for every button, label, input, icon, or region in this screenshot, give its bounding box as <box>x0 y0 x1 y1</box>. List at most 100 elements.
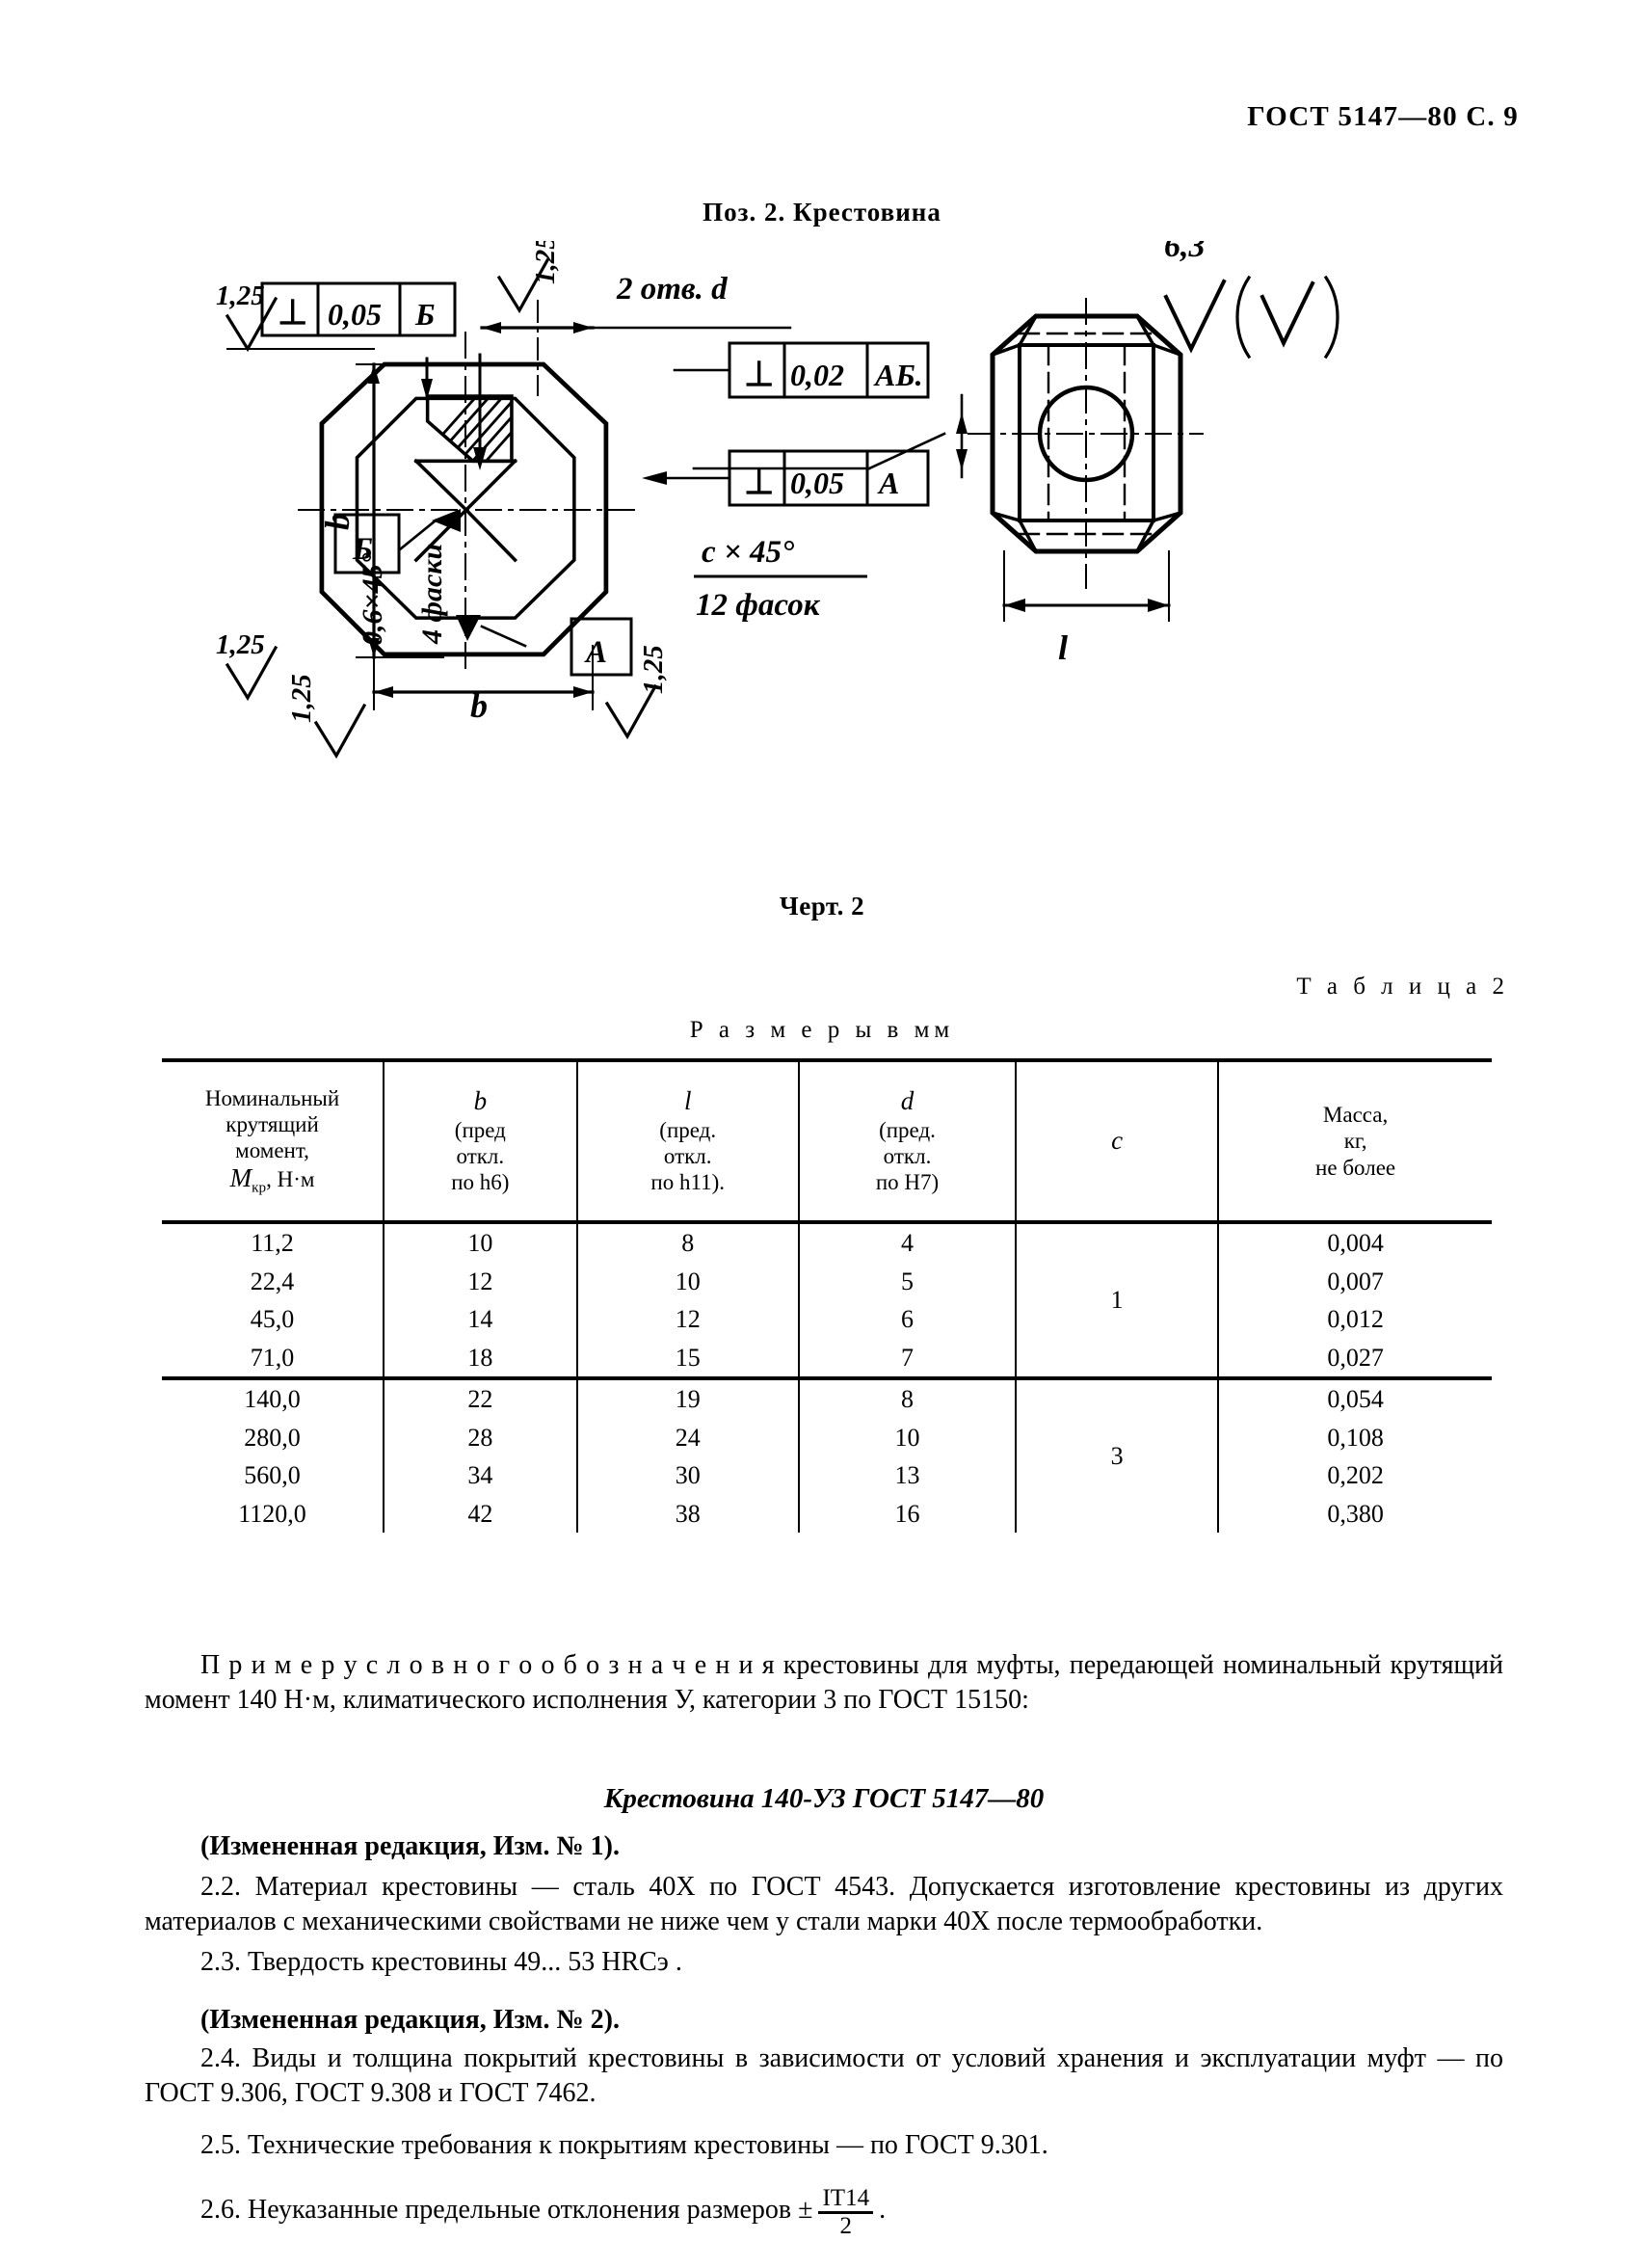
cell-l-group-1: 8 10 12 15 <box>575 1222 799 1379</box>
col-header-mass-l1: Масса, <box>1322 1103 1389 1128</box>
paragraph-clause-2-4: 2.4. Виды и толщина покрытий крестовины … <box>145 2041 1503 2112</box>
chamfer-small-label: 0,6×45° <box>357 552 388 646</box>
col-header-b-symbol: b <box>473 1086 488 1116</box>
gdt-symbol-3: ⊥ <box>744 463 774 501</box>
table-cell: 14 <box>467 1305 493 1334</box>
chamfer-big-count-label: 12 фасок <box>696 588 821 623</box>
gdt-tol-1: 0,05 <box>328 297 382 332</box>
cell-b-group-1: 10 12 14 18 <box>383 1222 577 1379</box>
table-cell: 19 <box>675 1385 701 1414</box>
table-cell: 0,027 <box>1327 1343 1384 1372</box>
col-header-c-symbol: c <box>1111 1126 1124 1156</box>
table-row-group-2: 140,0 280,0 560,0 1120,0 22 28 34 42 19 … <box>162 1378 1492 1534</box>
table-cell: 10 <box>467 1229 493 1257</box>
table-cell: 11,2 <box>251 1229 294 1257</box>
table-cell: 0,380 <box>1327 1499 1384 1528</box>
dim-l-label: l <box>1058 628 1068 667</box>
col-header-mass-l3: не более <box>1315 1155 1396 1180</box>
table-cell: 22 <box>467 1385 493 1414</box>
table-cell: 12 <box>467 1267 493 1295</box>
table-cell: 10 <box>894 1423 920 1452</box>
table-cell: 28 <box>467 1423 493 1452</box>
table-cell: 0,202 <box>1327 1461 1384 1490</box>
col-header-b-l2: откл. <box>456 1144 505 1169</box>
table-cell: 5 <box>901 1267 914 1295</box>
cell-mass-group-1: 0,004 0,007 0,012 0,027 <box>1217 1222 1492 1379</box>
gdt-tol-2: 0,02 <box>790 358 844 392</box>
table-cell: 22,4 <box>250 1267 295 1295</box>
fraction-denominator: 2 <box>818 2210 874 2239</box>
col-header-b-l1: (пред <box>454 1118 506 1143</box>
table-cell: 0,007 <box>1327 1267 1384 1295</box>
table-cell: 8 <box>681 1229 695 1257</box>
chamfer-small-count-label: 4 фаски <box>416 544 448 645</box>
paragraph-revision-1: (Измененная редакция, Изм. № 1). <box>145 1829 1503 1864</box>
col-header-b: b (пред откл. по h6) <box>383 1060 577 1222</box>
figure-number: Черт. 2 <box>779 892 865 921</box>
col-header-l-l3: по h11). <box>650 1170 726 1195</box>
table-cell: 0,004 <box>1327 1229 1384 1257</box>
table-cell: 560,0 <box>244 1461 301 1490</box>
table-cell: 0,012 <box>1327 1305 1384 1334</box>
dim-b-vertical: b <box>318 513 357 530</box>
roughness-label-3: 1,25 <box>530 241 561 284</box>
figure-title: Поз. 2. Крестовина <box>703 198 941 227</box>
table-cell: 1120,0 <box>238 1499 306 1528</box>
col-header-c: c <box>1015 1060 1219 1222</box>
col-header-d-l3: по H7) <box>875 1170 940 1195</box>
table-cell: 24 <box>675 1423 701 1452</box>
table-cell: 45,0 <box>250 1305 295 1334</box>
paragraph-clause-2-4-text: 2.4. Виды и толщина покрытий крестовины … <box>145 2043 1503 2109</box>
paragraph-revision-2-text: (Измененная редакция, Изм. № 2). <box>200 2005 620 2035</box>
cell-mass-group-2: 0,054 0,108 0,202 0,380 <box>1217 1378 1492 1534</box>
holes-label: 2 отв. d <box>616 272 728 307</box>
fraction-numerator: IT14 <box>822 2185 870 2211</box>
table-row-group-1: 11,2 22,4 45,0 71,0 10 12 14 18 8 10 12 … <box>162 1222 1492 1379</box>
table-cell: 18 <box>467 1343 493 1372</box>
table-header-row: Номинальный крутящий момент, Mкр, Н·м b … <box>162 1060 1492 1222</box>
table-cell: 4 <box>901 1229 914 1257</box>
roughness-label-2: 1,25 <box>216 629 265 660</box>
chamfer-big-label: с × 45° <box>702 535 794 570</box>
table-cell: 34 <box>467 1461 493 1490</box>
paragraph-example-text: П р и м е р у с л о в н о г о о б о з н … <box>145 1650 1503 1716</box>
roughness-label-1: 1,25 <box>216 280 265 311</box>
roughness-label-4: 1,25 <box>286 674 317 723</box>
gdt-tol-3: 0,05 <box>790 466 844 500</box>
table-cell: 7 <box>901 1343 914 1372</box>
gdt-datum-3: А <box>877 466 899 500</box>
gdt-datum-2: АБ. <box>873 358 923 392</box>
table-cell: 6 <box>901 1305 914 1334</box>
col-header-b-l3: по h6) <box>451 1170 510 1195</box>
paragraph-clause-2-3-text: 2.3. Твердость крестовины 49... 53 HRCэ … <box>200 1947 682 1977</box>
paragraph-clause-2-6: 2.6. Неуказанные предельные отклонения р… <box>145 2186 1503 2238</box>
table-units-note: Р а з м е р ы в мм <box>689 1017 955 1043</box>
cell-c-group-1: 1 <box>1015 1222 1219 1379</box>
col-header-moment-symbol: Mкр, Н·м <box>229 1163 315 1197</box>
table-cell: 71,0 <box>250 1343 295 1372</box>
cell-b-group-2: 22 28 34 42 <box>383 1378 577 1534</box>
col-header-l-l2: откл. <box>663 1144 712 1169</box>
paragraph-clause-2-3: 2.3. Твердость крестовины 49... 53 HRCэ … <box>145 1945 1503 1980</box>
roughness-label-5: 1,25 <box>638 645 669 694</box>
col-header-moment-l1: Номинальный <box>204 1086 340 1111</box>
col-header-mass-l2: кг, <box>1343 1129 1367 1154</box>
designation-example: Крестовина 140-У3 ГОСТ 5147—80 <box>603 1783 1045 1814</box>
col-header-mass: Масса, кг, не более <box>1217 1060 1492 1222</box>
cell-c-group-2: 3 <box>1015 1378 1219 1534</box>
paragraph-clause-2-2: 2.2. Материал крестовины — сталь 40Х по … <box>145 1870 1503 1940</box>
table-cell: 0,054 <box>1327 1385 1384 1414</box>
table-cell: 38 <box>675 1499 701 1528</box>
roughness-main-label: 6,3 <box>1164 241 1206 264</box>
table-cell: 0,108 <box>1327 1423 1384 1452</box>
col-header-moment-l3: момент, <box>235 1138 309 1163</box>
col-header-d-l1: (пред. <box>879 1118 936 1143</box>
col-header-d: d (пред. откл. по H7) <box>797 1060 1017 1222</box>
table-cell: 12 <box>675 1305 701 1334</box>
cell-d-group-1: 4 5 6 7 <box>797 1222 1017 1379</box>
table-cell: 16 <box>894 1499 920 1528</box>
col-header-l-l1: (пред. <box>659 1118 717 1143</box>
technical-drawing: ⊥ 0,05 Б ⊥ 0,02 АБ. ⊥ 0,05 А Б А 2 отв. … <box>193 241 1474 896</box>
